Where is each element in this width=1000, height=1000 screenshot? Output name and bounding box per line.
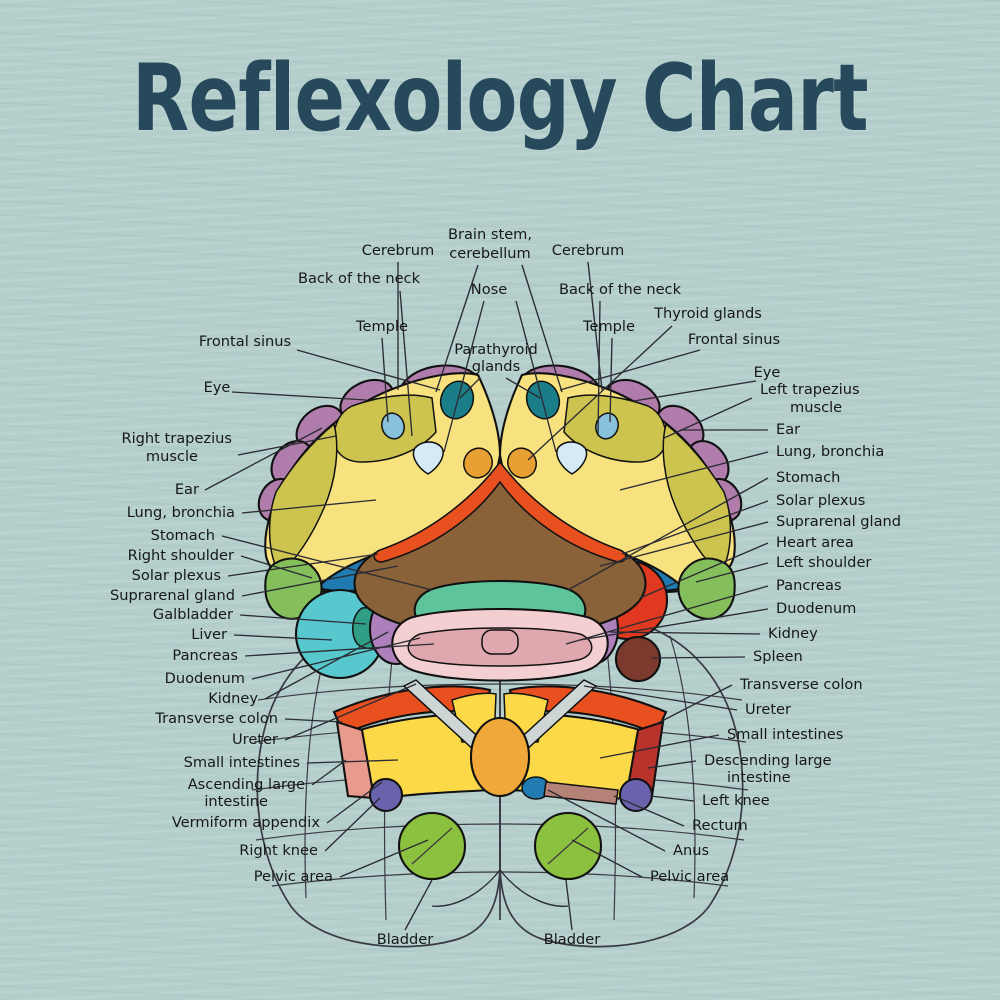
zone-label-back-neck-left: Back of the neck: [298, 270, 421, 287]
zone-vermiform-appendix: [368, 777, 404, 813]
zone-label-eye-right: Eye: [754, 364, 781, 381]
zone-label-stomach-right: Stomach: [776, 469, 840, 486]
grid-h1: [257, 683, 743, 701]
zone-label-rectum: Rectum: [692, 817, 748, 834]
zone-label-liver: Liver: [191, 626, 227, 643]
zone-label-transverse-right: Transverse colon: [739, 676, 863, 693]
zone-label-left-trapezius-2: muscle: [790, 399, 842, 416]
zone-label-eye-left: Eye: [204, 379, 231, 396]
zone-label-left-trapezius-1: Left trapezius: [760, 381, 860, 398]
zone-label-brain-stem: Brain stem,: [448, 226, 532, 243]
zone-label-descending-1: Descending large: [704, 752, 832, 769]
zone-label-ear-right: Ear: [776, 421, 800, 438]
zone-trapezius-lateral-r: [268, 422, 338, 576]
zone-label-galbladder: Galbladder: [153, 606, 233, 623]
zone-label-cerebrum-left: Cerebrum: [362, 242, 435, 259]
zone-rectum: [543, 781, 619, 805]
zone-left-knee: [618, 777, 654, 813]
zone-label-ureter-left: Ureter: [232, 731, 278, 748]
zone-label-duodenum-left: Duodenum: [165, 670, 245, 687]
zone-thyroid-r: [463, 447, 493, 479]
label-layer: Cerebrum Brain stem, cerebellum CerebrumBac…: [110, 226, 901, 948]
zone-temple-spot-l: [595, 412, 619, 440]
pelvic-slash-r: [411, 827, 453, 865]
zone-label-heart-area: Heart area: [776, 534, 854, 551]
zone-label-pelvic-area-right: Pelvic area: [650, 868, 729, 885]
zone-parathyroid-r: [439, 380, 475, 420]
zone-label-pancreas-right: Pancreas: [776, 577, 842, 594]
zone-label-descending-2: intestine: [727, 769, 791, 786]
zone-label-back-neck-right: Back of the neck: [559, 281, 682, 298]
zone-parathyroid-l: [525, 380, 561, 420]
zone-label-temple-left: Temple: [355, 318, 408, 335]
zone-label-parathyroid-2: glands: [472, 358, 520, 375]
zone-label-frontal-sinus-right: Frontal sinus: [688, 331, 780, 348]
zone-label-suprarenal-left: Suprarenal gland: [110, 587, 235, 604]
grid-v3: [669, 635, 696, 899]
zone-label-kidney-right: Kidney: [768, 625, 818, 642]
intestinal-zones: [332, 679, 668, 881]
zone-label-temple-right: Temple: [582, 318, 635, 335]
zone-nose-r: [412, 441, 444, 475]
zone-label-solar-plexus-right: Solar plexus: [776, 492, 865, 509]
zone-label-ureter-right: Ureter: [745, 701, 791, 718]
leader-lines: [204, 261, 769, 931]
zone-label-bladder-right: Bladder: [544, 931, 601, 948]
zone-label-nose: Nose: [471, 281, 507, 298]
zone-spleen-l: [614, 635, 662, 683]
zone-label-ear-left: Ear: [175, 481, 199, 498]
zone-label-thyroid-glands: Thyroid glands: [653, 305, 762, 322]
zone-label-small-intest-right: Small intestines: [727, 726, 843, 743]
zone-label-lung-bronchia-right: Lung, bronchia: [776, 443, 884, 460]
zone-label-left-knee: Left knee: [702, 792, 770, 809]
zone-label-pelvic-area-left: Pelvic area: [254, 868, 333, 885]
pelvic-slash-l: [547, 827, 589, 865]
zone-label-cerebrum-right: Cerebrum: [552, 242, 625, 259]
zone-label-ascending-1: Ascending large: [188, 776, 305, 793]
zone-label-lung-bronchia-left: Lung, bronchia: [127, 504, 235, 521]
zone-label-right-knee: Right knee: [239, 842, 318, 859]
zone-label-right-shoulder: Right shoulder: [128, 547, 234, 564]
zone-left-shoulder-l: [677, 557, 736, 620]
zone-label-small-intest-left: Small intestines: [184, 754, 300, 771]
zone-label-vermiform: Vermiform appendix: [172, 814, 321, 831]
zone-label-right-trapezius-1: Right trapezius: [121, 430, 232, 447]
zone-label-left-shoulder: Left shoulder: [776, 554, 871, 571]
zone-label-transverse-left: Transverse colon: [154, 710, 278, 727]
central-zones: [353, 460, 647, 682]
zone-label-parathyroid-1: Parathyroid: [454, 341, 538, 358]
zone-label-solar-plexus-left: Solar plexus: [132, 567, 221, 584]
zone-label-frontal-sinus-left: Frontal sinus: [199, 333, 291, 350]
zone-label-spleen: Spleen: [753, 648, 803, 665]
zone-label-duodenum-right: Duodenum: [776, 600, 856, 617]
zone-label-bladder-left: Bladder: [377, 931, 434, 948]
grid-h4: [255, 823, 745, 841]
zone-label-kidney-left: Kidney: [208, 690, 258, 707]
zone-label-suprarenal-right: Suprarenal gland: [776, 513, 901, 530]
zone-label-ascending-2: intestine: [204, 793, 268, 810]
zone-pancreas-center: [481, 629, 519, 655]
zone-thyroid-l: [507, 447, 537, 479]
zone-nose-l: [556, 441, 588, 475]
zone-label-pancreas-left: Pancreas: [172, 647, 238, 664]
zone-diaphragm-band: [373, 460, 627, 563]
zone-label-anus: Anus: [673, 842, 709, 859]
zone-label-stomach-left: Stomach: [151, 527, 215, 544]
grid-h5: [271, 871, 729, 887]
zone-label-right-trapezius-2: muscle: [146, 448, 198, 465]
zone-bladder: [469, 716, 531, 798]
zone-label-cerebellum: cerebellum: [449, 245, 530, 262]
page-title: Reflexology Chart: [132, 44, 869, 152]
